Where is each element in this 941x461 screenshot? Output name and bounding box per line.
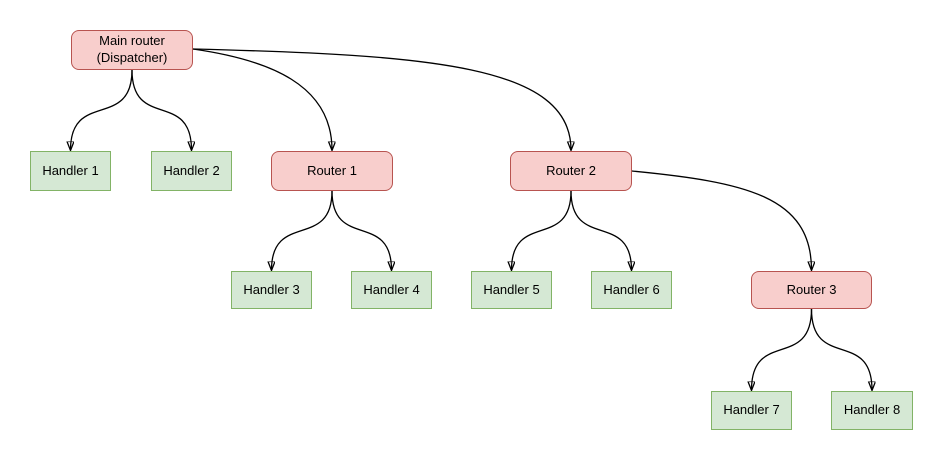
- node-handler-7: Handler 7: [711, 391, 792, 430]
- edge-router-1-to-handler-3: [272, 190, 333, 270]
- node-handler-5: Handler 5: [471, 271, 552, 309]
- edge-main-router-to-router-1: [192, 48, 332, 150]
- node-main-router: Main router (Dispatcher): [71, 30, 193, 70]
- node-handler-4: Handler 4: [351, 271, 432, 309]
- node-handler-8: Handler 8: [831, 391, 913, 430]
- edge-router-3-to-handler-8: [810, 308, 873, 390]
- node-handler-3: Handler 3: [231, 271, 312, 309]
- edge-main-router-to-router-2: [192, 48, 571, 150]
- node-router-3: Router 3: [751, 271, 872, 309]
- node-router-1: Router 1: [271, 151, 393, 191]
- edge-router-3-to-handler-7: [752, 308, 813, 390]
- edge-router-2-to-router-3: [631, 170, 812, 270]
- node-handler-2: Handler 2: [151, 151, 232, 191]
- node-handler-6: Handler 6: [591, 271, 672, 309]
- node-handler-1: Handler 1: [30, 151, 111, 191]
- edge-router-2-to-handler-5: [512, 190, 572, 270]
- edge-router-2-to-handler-6: [570, 190, 632, 270]
- node-router-2: Router 2: [510, 151, 632, 191]
- edge-main-router-to-handler-1: [71, 69, 133, 150]
- edge-main-router-to-handler-2: [131, 69, 192, 150]
- edge-router-1-to-handler-4: [331, 190, 392, 270]
